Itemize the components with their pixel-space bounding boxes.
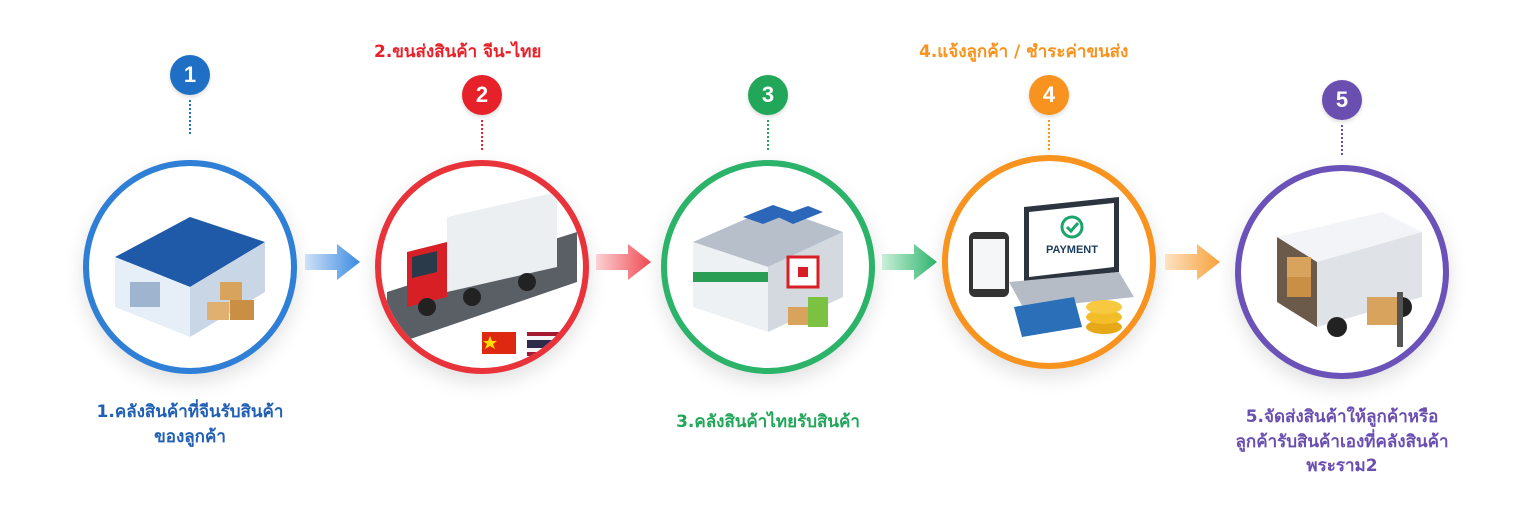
step-4: 4.แจ้งลูกค้า / ชำระค่าขนส่ง 4 PAYMENT [919,0,1169,520]
connector-dots [1048,120,1050,150]
step-5: 5 5.จัดส่งสินค้าให้ลูกค้าหรือ ลูกค้ารับส… [1222,0,1462,520]
step-3-label: 3.คลังสินค้าไทยรับสินค้า [628,410,908,435]
arrow-4-icon [1165,244,1220,280]
step-1: 1 1.คลังสินค้าที่จีนรับสินค้า ของลูกค้า [70,0,310,520]
payment-illustration: PAYMENT [942,155,1156,369]
arrow-3-icon [882,244,937,280]
warehouse-icon [115,217,265,337]
connector-dots [767,120,769,150]
step-5-label: 5.จัดส่งสินค้าให้ลูกค้าหรือ ลูกค้ารับสิน… [1192,405,1492,479]
connector-dots [1341,125,1343,155]
connector-dots [481,120,483,150]
step-number-badge: 2 [462,75,502,115]
payment-laptop-icon: PAYMENT [969,197,1134,337]
step-number-badge: 5 [1322,80,1362,120]
connector-dots [189,100,191,134]
payment-text: PAYMENT [1046,244,1098,256]
step-4-top-label: 4.แจ้งลูกค้า / ชำระค่าขนส่ง [919,42,1129,62]
warehouse-icon [693,205,843,332]
label-line: 3.คลังสินค้าไทยรับสินค้า [676,412,860,432]
label-line: ของลูกค้า [154,426,226,447]
step-2-top-label: 2.ขนส่งสินค้า จีน-ไทย [374,42,542,62]
label-line: 1.คลังสินค้าที่จีนรับสินค้า [96,402,284,422]
arrow-1-icon [305,244,360,280]
step-number-badge: 3 [748,75,788,115]
warehouse-thailand-illustration [661,160,875,374]
warehouse-china-illustration [83,160,297,374]
step-2: 2.ขนส่งสินค้า จีน-ไทย 2 [362,0,602,520]
label-line: พระราม2 [1306,456,1378,477]
step-number-badge: 1 [170,55,210,95]
label-line: 5.จัดส่งสินค้าให้ลูกค้าหรือ [1245,407,1439,427]
truck-illustration [375,160,589,374]
arrow-2-icon [596,244,651,280]
step-number-badge: 4 [1029,75,1069,115]
step-3: 3 3.คลังสินค้าไทยรับสินค้า [648,0,888,520]
delivery-van-icon [1277,212,1422,347]
delivery-van-illustration [1235,165,1449,379]
truck-icon [387,192,577,356]
label-line: ลูกค้ารับสินค้าเองที่คลังสินค้า [1235,431,1449,452]
step-1-label: 1.คลังสินค้าที่จีนรับสินค้า ของลูกค้า [50,400,330,449]
